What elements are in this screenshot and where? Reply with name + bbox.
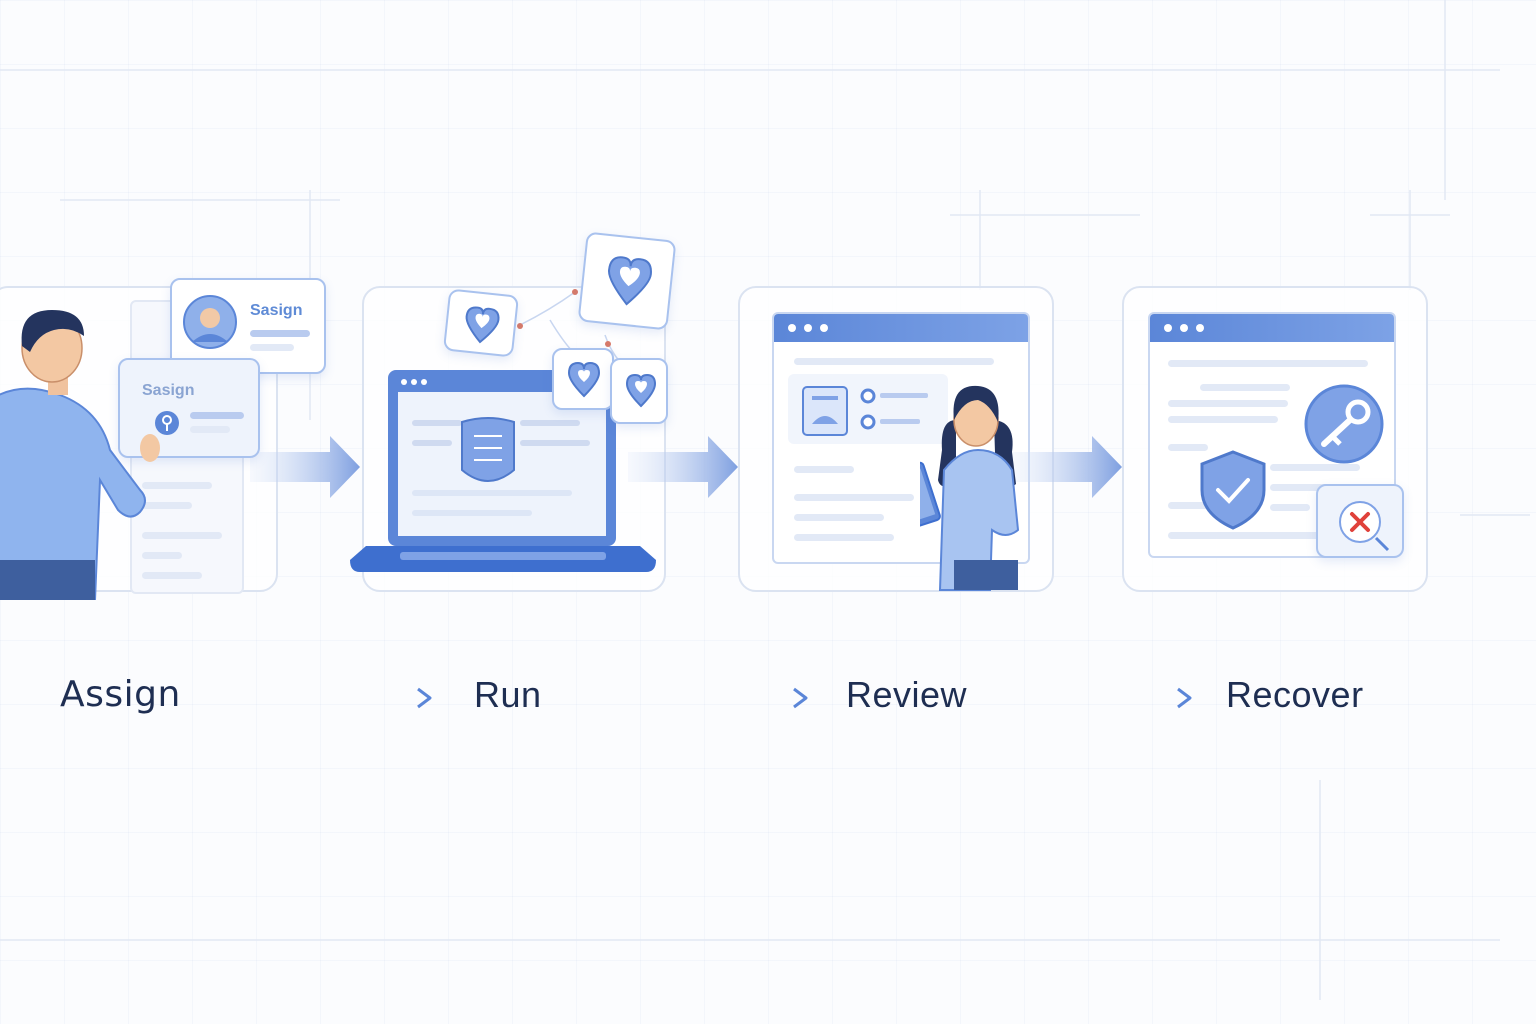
heart-pin-card-4[interactable] bbox=[610, 358, 668, 424]
avatar-icon bbox=[183, 295, 237, 349]
heart-pin-icon bbox=[465, 306, 500, 344]
key-icon bbox=[1304, 384, 1384, 464]
checkbox-list-icon bbox=[860, 388, 928, 430]
heart-pin-icon bbox=[567, 361, 601, 398]
laptop-icon bbox=[350, 370, 656, 572]
heart-pin-card-1[interactable] bbox=[442, 288, 520, 358]
connector-review-recover bbox=[988, 687, 1192, 709]
flow-arrow-1 bbox=[250, 436, 360, 498]
error-card[interactable] bbox=[1316, 484, 1404, 558]
key-icon bbox=[155, 411, 179, 435]
assign-profile-card-title: Sasign bbox=[250, 302, 303, 319]
assign-task-card-title: Sasign bbox=[142, 382, 195, 399]
profile-image-icon bbox=[802, 386, 848, 436]
error-x-icon bbox=[1339, 501, 1390, 552]
step-label-assign: Assign bbox=[60, 674, 181, 715]
connector-run-review bbox=[580, 687, 808, 709]
person-assigning-icon bbox=[0, 310, 160, 600]
step-label-run: Run bbox=[474, 674, 542, 715]
heart-pin-card-2[interactable] bbox=[577, 231, 677, 331]
flow-arrow-3 bbox=[1012, 436, 1122, 498]
heart-pin-icon bbox=[608, 256, 652, 306]
shield-check-icon bbox=[1200, 450, 1266, 530]
heart-pin-card-3[interactable] bbox=[552, 348, 614, 410]
person-reviewing-icon bbox=[920, 385, 1020, 591]
flow-arrow-2 bbox=[628, 436, 738, 498]
connector-assign-run bbox=[206, 687, 432, 709]
step-label-review: Review bbox=[846, 674, 968, 715]
review-profile-block bbox=[788, 374, 948, 444]
label-connectors bbox=[206, 687, 1192, 709]
heart-pin-icon bbox=[625, 373, 657, 408]
step-label-recover: Recover bbox=[1226, 674, 1364, 715]
